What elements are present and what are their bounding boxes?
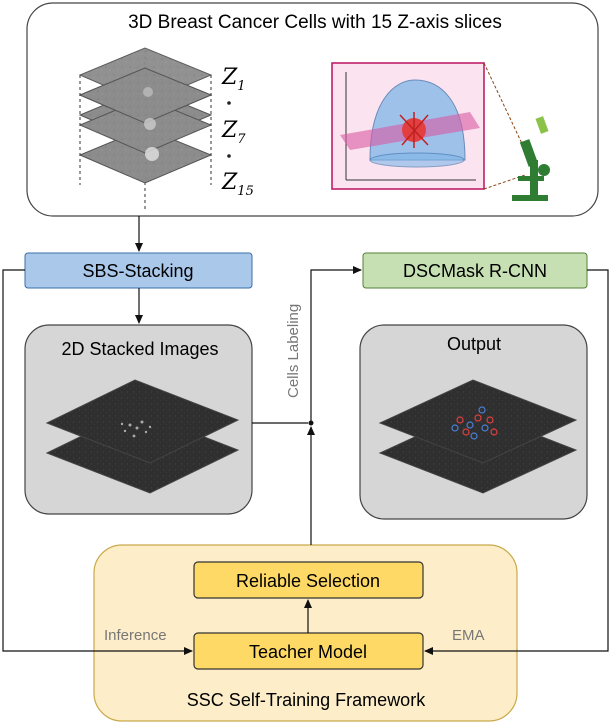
cell-3d-illustration xyxy=(331,62,485,190)
junction-dot xyxy=(308,420,314,426)
output-title: Output xyxy=(447,334,501,354)
teacher-model-label: Teacher Model xyxy=(249,642,367,662)
reliable-selection-label: Reliable Selection xyxy=(236,571,380,591)
stacked-images-title: 2D Stacked Images xyxy=(61,339,218,359)
inference-label: Inference xyxy=(104,627,167,644)
cells-labeling-label: Cells Labeling xyxy=(285,304,302,398)
sbs-stacking-label: SBS-Stacking xyxy=(82,261,193,281)
output-mask-overlay xyxy=(451,406,498,440)
input-panel-title: 3D Breast Cancer Cells with 15 Z-axis sl… xyxy=(128,12,502,33)
z1-label: Z1 xyxy=(221,65,246,94)
dscmask-label: DSCMask R-CNN xyxy=(403,261,547,281)
microscope-icon xyxy=(512,116,550,201)
reliable-selection-box xyxy=(193,561,424,599)
z7-label: Z7 xyxy=(221,118,246,147)
z-slice-stack xyxy=(78,47,213,210)
arrow-to-dscmask xyxy=(310,266,362,423)
arrow-inference xyxy=(2,269,193,655)
framework-label: SSC Self-Training Framework xyxy=(187,690,426,710)
arrow-ema xyxy=(424,269,609,655)
z15-label: Z15 xyxy=(221,170,254,199)
ema-label: EMA xyxy=(452,627,485,644)
